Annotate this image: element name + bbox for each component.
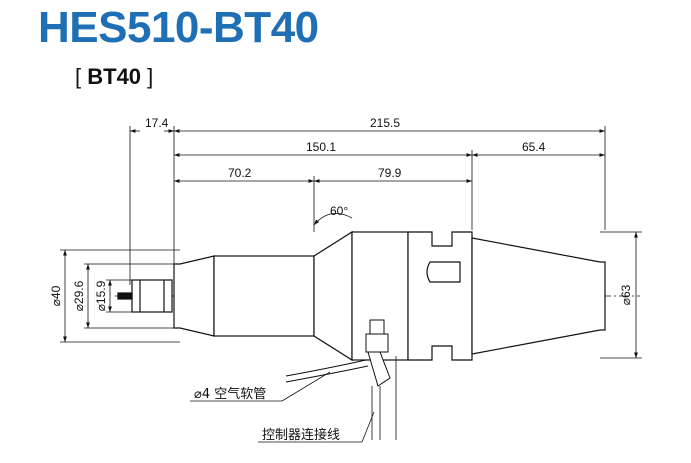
dim-70-2: 70.2 xyxy=(228,166,252,180)
connectors xyxy=(285,319,397,440)
angle-arc xyxy=(313,212,353,226)
dim-215-5: 215.5 xyxy=(370,116,400,130)
dia-63: ⌀63 xyxy=(619,284,633,305)
dim-79-9: 79.9 xyxy=(378,166,402,180)
air-hose-label: ⌀4 空气软管 xyxy=(194,386,266,402)
dim-65-4: 65.4 xyxy=(522,140,546,154)
controller-cable-label: 控制器连接线 xyxy=(262,427,340,443)
bracket-open: [ xyxy=(75,64,82,89)
angle-60: 60° xyxy=(330,204,348,218)
spindle-body xyxy=(117,230,606,362)
dimension-lines xyxy=(130,129,605,183)
taper-code: BT40 xyxy=(87,64,142,89)
product-title: HES510-BT40 xyxy=(38,3,319,52)
dim-150-1: 150.1 xyxy=(306,140,336,154)
bracket-close: ] xyxy=(147,64,154,89)
dim-17-4: 17.4 xyxy=(145,116,169,130)
diameter-dims-left xyxy=(60,249,180,343)
extension-lines xyxy=(129,126,606,285)
leaders xyxy=(190,371,375,443)
collet-nut xyxy=(131,279,173,313)
taper-label: [ BT40 ] xyxy=(75,66,153,88)
dia-40: ⌀40 xyxy=(49,285,63,306)
dia-29-6: ⌀29.6 xyxy=(72,280,86,311)
dia-15-9: ⌀15.9 xyxy=(94,280,108,311)
diameter-dim-right xyxy=(600,231,642,359)
